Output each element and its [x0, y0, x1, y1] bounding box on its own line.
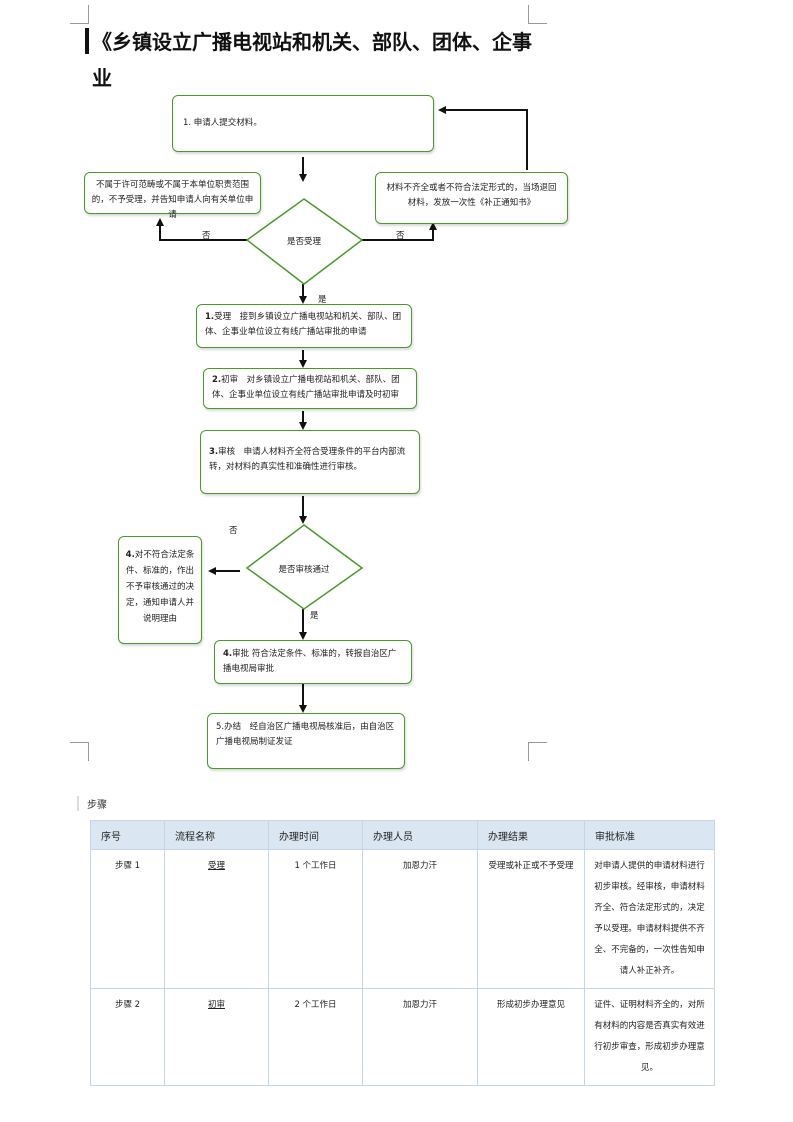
cell-standard: 对申请人提供的申请材料进行初步审核。经审核，申请材料齐全、符合法定形式的，决定予…: [584, 849, 715, 989]
flow-box-review: 3.审核 申请人材料齐全符合受理条件的平台内部流转，对材料的真实性和准确性进行审…: [200, 430, 420, 494]
cell-name[interactable]: 初审: [164, 988, 269, 1086]
flow-box-review-num: 3.: [209, 447, 219, 457]
cell-result: 形成初步办理意见: [477, 988, 585, 1086]
cell-result: 受理或补正或不予受理: [477, 849, 585, 989]
flow-box-review-text: 审核 申请人材料齐全符合受理条件的平台内部流转，对材料的真实性和准确性进行审核。: [209, 447, 406, 472]
title-cursor-bar: [85, 28, 89, 54]
flow-box-finish: 5.办结 经自治区广播电视局核准后，由自治区广播电视局制证发证: [207, 713, 405, 769]
flow-box-reject-scope: 不属于许可范畴或不属于本单位职责范围的，不予受理，并告知申请人向有关单位申请: [84, 172, 261, 220]
cell-seq: 步骤 1: [90, 849, 165, 989]
arrow-return-to-submit: [438, 106, 528, 170]
link-step-name[interactable]: 受理: [207, 861, 225, 871]
cell-person: 加恩力汗: [362, 849, 478, 989]
decision-diamond-review: [245, 524, 364, 610]
decision-accept-label: 是否受理: [286, 237, 321, 247]
no-label-review: 否: [229, 526, 238, 536]
flow-box-approve: 4.审批 符合法定条件、标准的，转报自治区广播电视局审批: [214, 640, 412, 684]
arrow-decision-no-right: [362, 222, 437, 241]
steps-section-label: 步骤: [77, 796, 107, 811]
cell-name[interactable]: 受理: [164, 849, 269, 989]
flow-box-finish-text: 5.办结 经自治区广播电视局核准后，由自治区广播电视局制证发证: [216, 722, 395, 747]
link-step-name[interactable]: 初审: [207, 1000, 225, 1010]
flow-box-accept: 1.受理 接到乡镇设立广播电视站和机关、部队、团体、企事业单位设立有线广播站审批…: [196, 304, 412, 348]
col-header-result: 办理结果: [477, 820, 585, 850]
col-header-standard: 审批标准: [584, 820, 715, 850]
crop-mark-bottom-left: [70, 742, 89, 761]
flow-box-reject-review-text: 对不符合法定条件、标准的，作出不予审核通过的决定，通知申请人并说明理由: [125, 550, 195, 624]
cell-seq: 步骤 2: [90, 988, 165, 1086]
flow-box-reject-scope-text: 不属于许可范畴或不属于本单位职责范围的，不予受理，并告知申请人向有关单位申请: [91, 180, 254, 220]
cell-time: 2 个工作日: [268, 988, 363, 1086]
yes-label-accept: 是: [318, 295, 327, 305]
cell-person: 加恩力汗: [362, 988, 478, 1086]
table-row: 步骤 1 受理 1 个工作日 加恩力汗 受理或补正或不予受理 对申请人提供的申请…: [90, 849, 715, 989]
flow-box-submit-text: 1. 申请人提交材料。: [183, 118, 262, 128]
flow-box-accept-num: 1.: [205, 312, 215, 322]
col-header-name: 流程名称: [164, 820, 269, 850]
flow-box-accept-text: 受理 接到乡镇设立广播电视站和机关、部队、团体、企事业单位设立有线广播站审批的申…: [205, 312, 402, 337]
flow-box-approve-text: 审批 符合法定条件、标准的，转报自治区广播电视局审批: [223, 649, 397, 674]
col-header-person: 办理人员: [362, 820, 478, 850]
flow-box-reject-review-num: 4.: [125, 550, 135, 560]
crop-mark-top-right: [528, 5, 547, 24]
steps-table: 序号 流程名称 办理时间 办理人员 办理结果 审批标准 步骤 1 受理 1 个工…: [90, 820, 715, 1086]
crop-mark-bottom-right: [528, 742, 547, 761]
yes-label-review: 是: [310, 611, 319, 621]
arrow-decision-no-left: [156, 218, 247, 241]
flow-box-prelim: 2.初审 对乡镇设立广播电视站和机关、部队、团体、企事业单位设立有线广播站审批申…: [203, 368, 417, 409]
page-title-line-1: 《乡镇设立广播电视站和机关、部队、团体、企事业: [92, 30, 532, 90]
flowchart-connectors: [156, 106, 528, 713]
flow-box-prelim-text: 初审 对乡镇设立广播电视站和机关、部队、团体、企事业单位设立有线广播站审批申请及…: [212, 375, 400, 400]
flow-box-submit: 1. 申请人提交材料。: [172, 95, 434, 152]
cell-standard: 证件、证明材料齐全的，对所有材料的内容是否真实有效进行初步审查，形成初步办理意见…: [584, 988, 715, 1086]
cell-time: 1 个工作日: [268, 849, 363, 989]
table-header-row: 序号 流程名称 办理时间 办理人员 办理结果 审批标准: [90, 820, 715, 850]
flow-box-prelim-num: 2.: [212, 375, 222, 385]
flow-box-incomplete-text: 材料不齐全或者不符合法定形式的，当场退回材料，发放一次性《补正通知书》: [386, 183, 557, 208]
crop-mark-top-left: [70, 5, 89, 24]
col-header-seq: 序号: [90, 820, 165, 850]
no-label-left: 否: [202, 231, 211, 241]
no-label-right: 否: [396, 231, 405, 241]
flow-box-incomplete: 材料不齐全或者不符合法定形式的，当场退回材料，发放一次性《补正通知书》: [375, 172, 568, 224]
decision-diamond-accept: [245, 198, 364, 285]
flow-box-reject-review: 4.对不符合法定条件、标准的，作出不予审核通过的决定，通知申请人并说明理由: [118, 536, 202, 644]
decision-review-label: 是否审核通过: [278, 565, 330, 575]
col-header-time: 办理时间: [268, 820, 363, 850]
flow-box-approve-num: 4.: [223, 649, 233, 659]
table-row: 步骤 2 初审 2 个工作日 加恩力汗 形成初步办理意见 证件、证明材料齐全的，…: [90, 988, 715, 1086]
